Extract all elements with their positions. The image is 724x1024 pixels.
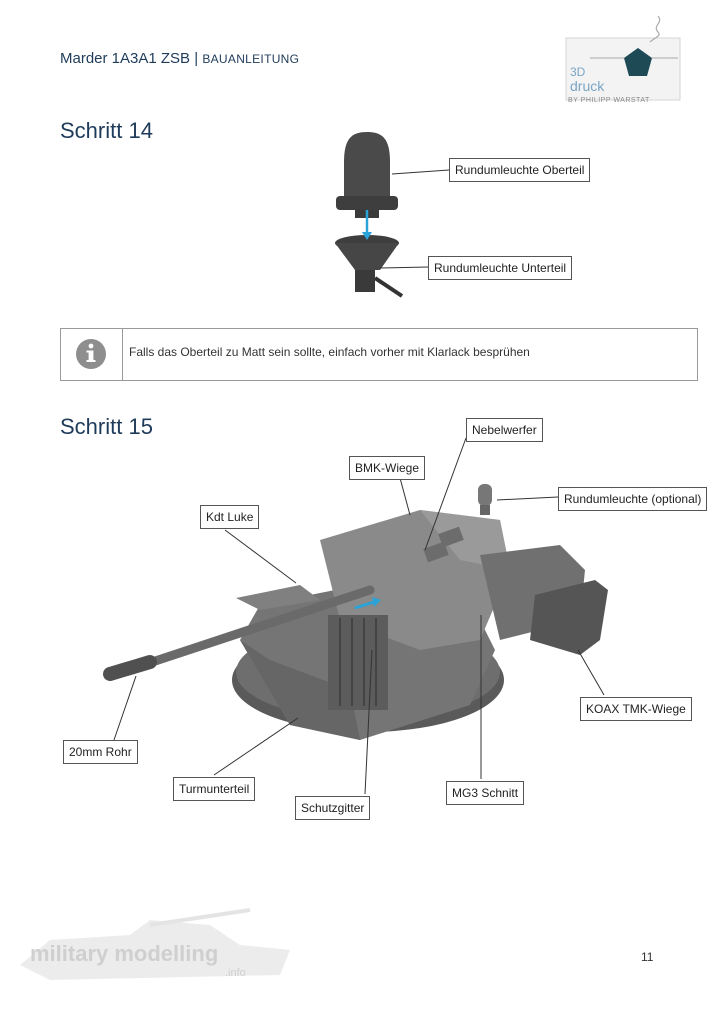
watermark: military modelling .info [10, 905, 310, 1005]
info-note-icon-cell [61, 329, 123, 380]
info-note: Falls das Oberteil zu Matt sein sollte, … [60, 328, 698, 381]
leader-line-lower [379, 266, 429, 269]
callout-beacon-lower: Rundumleuchte Unterteil [428, 256, 573, 280]
logo-text-druck: druck [570, 78, 605, 94]
callout-mg3-schnitt: MG3 Schnitt [446, 781, 525, 805]
callout-bmk-wiege: BMK-Wiege [349, 456, 426, 480]
step-15-title: Schritt 15 [60, 414, 153, 439]
callout-turmunterteil: Turmunterteil [173, 777, 256, 801]
watermark-suffix: .info [225, 967, 246, 979]
title-separator: | [194, 50, 199, 67]
leader-rundumleuchte [496, 496, 559, 501]
callout-20mm-rohr: 20mm Rohr [63, 740, 138, 764]
leader-kdt-luke [224, 529, 297, 584]
page-number: 11 [641, 950, 654, 964]
step-14-title: Schritt 14 [60, 118, 153, 143]
document-title-text: Marder 1A3A1 ZSB [60, 50, 191, 67]
pentagon-logo-icon [565, 15, 681, 101]
callout-nebelwerfer: Nebelwerfer [466, 418, 543, 442]
tank-watermark-icon [20, 908, 290, 980]
turret-illustration [103, 484, 608, 740]
logo-text-3d: 3D [570, 65, 586, 79]
callout-schutzgitter: Schutzgitter [295, 796, 371, 820]
leader-koax [577, 649, 605, 696]
leader-bmk-wiege [399, 477, 411, 516]
watermark-text: military modelling [30, 941, 219, 966]
info-icon [76, 339, 106, 369]
document-title: Marder 1A3A1 ZSB | BAUANLEITUNG [60, 50, 299, 67]
assembly-arrowhead [362, 232, 372, 240]
callout-koax-tmk-wiege: KOAX TMK-Wiege [580, 697, 692, 721]
brand-logo: 3D druck BY PHILIPP WARSTAT [560, 10, 685, 110]
leader-rohr [113, 675, 137, 741]
callout-beacon-upper: Rundumleuchte Oberteil [449, 158, 591, 182]
logo-text-byline: BY PHILIPP WARSTAT [568, 97, 650, 104]
info-note-text: Falls das Oberteil zu Matt sein sollte, … [129, 345, 530, 359]
callout-kdt-luke: Kdt Luke [200, 505, 260, 529]
leader-line-upper [391, 169, 450, 175]
leader-turmunterteil [213, 717, 299, 776]
leader-nebelwerfer [424, 437, 467, 551]
document-subtitle: BAUANLEITUNG [202, 52, 300, 66]
leader-schutzgitter [364, 649, 373, 795]
callout-rundumleuchte-optional: Rundumleuchte (optional) [558, 487, 708, 511]
beacon-upper-part [336, 132, 398, 218]
beacon-lower-part [335, 235, 404, 298]
